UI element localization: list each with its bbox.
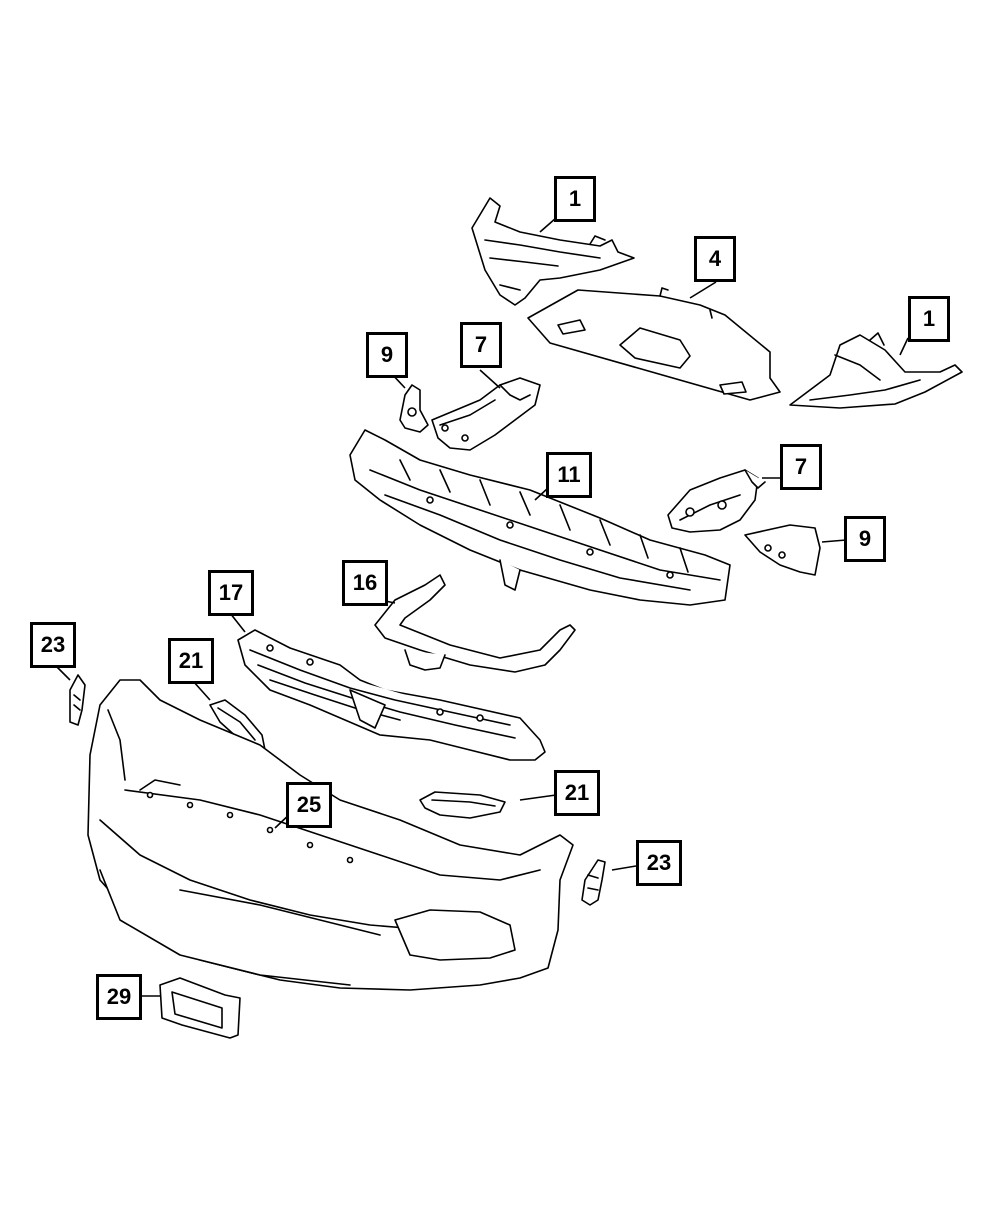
air-deflector-left-part xyxy=(471,197,635,306)
front-fascia-part xyxy=(87,679,574,991)
bracket-right-part xyxy=(744,524,821,576)
callout-23-right: 23 xyxy=(636,840,682,886)
callout-1-right: 1 xyxy=(908,296,950,342)
callout-23-left: 23 xyxy=(30,622,76,668)
callout-17: 17 xyxy=(208,570,254,616)
air-deflector-right-part xyxy=(789,332,963,409)
bracket-left-part xyxy=(399,384,429,433)
grille-part xyxy=(237,629,546,761)
callout-9-right: 9 xyxy=(844,516,886,562)
license-plate-bracket-part xyxy=(159,977,241,1039)
center-shield-part xyxy=(527,287,781,401)
support-bracket-part xyxy=(374,574,576,673)
side-marker-right-part xyxy=(581,859,606,906)
air-duct-right-part xyxy=(667,469,766,533)
callout-25: 25 xyxy=(286,782,332,828)
callout-11: 11 xyxy=(546,452,592,498)
callout-7-right: 7 xyxy=(780,444,822,490)
callout-21-left: 21 xyxy=(168,638,214,684)
fog-lamp-bezel-right-part xyxy=(419,791,506,819)
energy-absorber-part xyxy=(349,429,731,606)
callout-29: 29 xyxy=(96,974,142,1020)
callout-4: 4 xyxy=(694,236,736,282)
callout-21-right: 21 xyxy=(554,770,600,816)
callout-16: 16 xyxy=(342,560,388,606)
callout-1-upper: 1 xyxy=(554,176,596,222)
callout-7-upper: 7 xyxy=(460,322,502,368)
callout-9-left: 9 xyxy=(366,332,408,378)
air-duct-left-part xyxy=(431,377,541,451)
side-marker-left-part xyxy=(69,674,86,726)
